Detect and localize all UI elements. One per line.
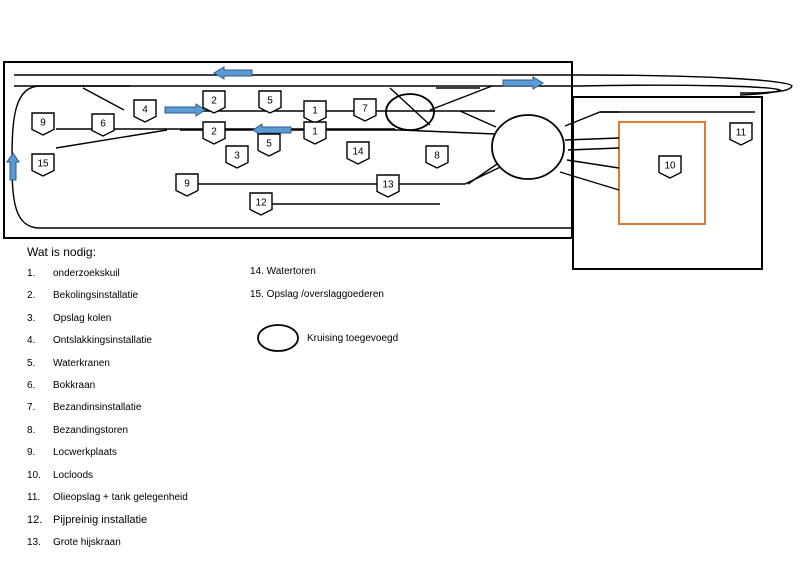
badge-label: 2 [211,96,217,107]
arrow-up-icon [6,152,20,181]
badge-5: 5 [257,133,281,157]
badge-label: 1 [312,127,318,138]
legend-item: 11.Olieopslag + tank gelegenheid [27,491,188,503]
legend-item: 1.onderzoekskuil [27,268,120,279]
badge-label: 7 [362,104,368,115]
legend-item: 9.Locwerkplaats [27,447,117,459]
badge-14: 14 [346,141,370,165]
legend-item: 4.Ontslakkingsinstallatie [27,335,152,347]
badge-10: 10 [658,155,682,179]
badge-1: 1 [303,121,327,145]
arrow-left-mid-icon [252,123,292,137]
legend-extra-list: 14. Watertoren 15. Opslag /overslaggoede… [250,266,384,312]
badge-2: 2 [202,121,226,145]
badge-15: 15 [31,153,55,177]
badge-9: 9 [175,173,199,197]
badge-8: 8 [425,145,449,169]
badge-label: 11 [736,128,747,139]
direction-arrows [6,66,544,181]
legend-item: 5.Waterkranen [27,357,110,369]
badge-12: 12 [249,192,273,216]
badge-label: 9 [40,118,46,129]
crossing-legend-icon [257,324,299,352]
badge-label: 3 [234,151,240,162]
legend-list: 1.onderzoekskuil 2.Bekolingsinstallatie … [27,268,188,559]
badge-label: 10 [664,161,676,172]
badge-label: 13 [382,180,394,191]
legend-item: 7.Bezandinsinstallatie [27,402,142,414]
badge-label: 6 [100,119,106,130]
badge-label: 5 [267,96,273,107]
badge-label: 1 [312,106,318,117]
badge-label: 8 [434,151,440,162]
badge-11: 11 [729,122,753,146]
badge-9: 9 [31,112,55,136]
badge-4: 4 [133,99,157,123]
arrow-right-mid-icon [164,103,206,117]
badge-3: 3 [225,145,249,169]
badge-label: 2 [211,127,217,138]
legend-item: 13.Grote hijskraan [27,536,121,548]
badge-2: 2 [202,90,226,114]
badge-label: 14 [352,147,364,158]
legend-title: Wat is nodig: [27,245,96,259]
legend-extra-item: 15. Opslag /overslaggoederen [250,289,384,300]
badge-label: 9 [184,179,190,190]
legend-item: 2.Bekolingsinstallatie [27,290,139,302]
badge-label: 4 [142,105,148,116]
badge-6: 6 [91,113,115,137]
badge-label: 12 [255,198,267,209]
badge-label: 5 [266,139,272,150]
badge-5: 5 [258,90,282,114]
badge-7: 7 [353,98,377,122]
legend-extra-item: 14. Watertoren [250,266,316,277]
locloods-frame [618,121,706,225]
crossing-label: Kruising toegevoegd [307,333,399,344]
legend-item: 8.Bezandingstoren [27,424,129,436]
legend-item: 3.Opslag kolen [27,312,112,324]
legend-item: 12.Pijpreinig installatie [27,514,148,527]
turntable [491,114,565,180]
badge-13: 13 [376,174,400,198]
badge-label: 15 [37,159,49,170]
arrow-right-top-icon [502,76,544,90]
crossing-circle [385,93,435,131]
badge-1: 1 [303,100,327,124]
legend-item: 10.Locloods [27,469,94,481]
depot-frame [572,96,763,270]
legend-item: 6.Bokkraan [27,379,96,391]
arrow-left-top-icon [213,66,253,80]
